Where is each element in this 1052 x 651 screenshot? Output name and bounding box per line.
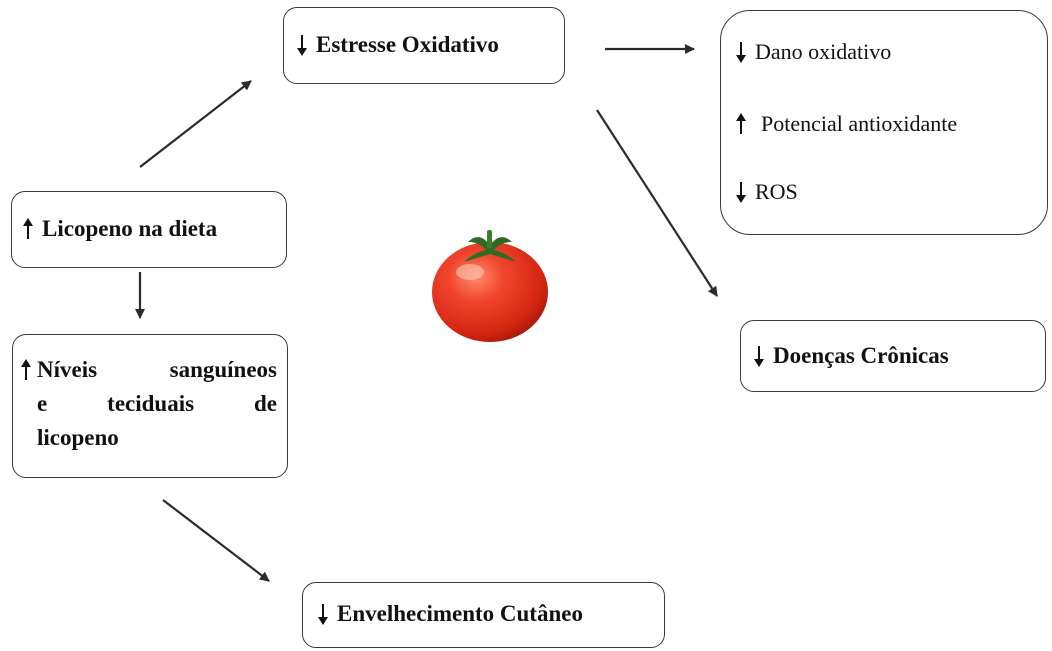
- envelhecimento-cutaneo-box: Envelhecimento Cutâneo: [302, 582, 665, 648]
- niveis-line-1: Níveis sanguíneos: [37, 357, 277, 382]
- effects-box: Dano oxidativo Potencial antioxidante RO…: [720, 10, 1048, 235]
- effect-label: ROS: [755, 179, 798, 204]
- effect-label: Potencial antioxidante: [761, 111, 958, 136]
- arrow-niveis-to-envelhecimento: [162, 499, 270, 582]
- effect-item-ros: ROS: [735, 179, 798, 205]
- arrow-down-icon: [735, 41, 747, 63]
- envelhecimento-label: Envelhecimento Cutâneo: [337, 601, 583, 626]
- arrow-estresse-to-doencas: [596, 109, 718, 297]
- licopeno-label: Licopeno na dieta: [42, 216, 218, 241]
- arrow-down-icon: [317, 603, 329, 625]
- licopeno-dieta-box: Licopeno na dieta: [11, 191, 287, 268]
- estresse-row: Estresse Oxidativo: [296, 32, 499, 58]
- arrow-licopeno-to-estresse: [139, 80, 252, 168]
- licopeno-row: Licopeno na dieta: [22, 216, 217, 242]
- envelhecimento-row: Envelhecimento Cutâneo: [317, 601, 583, 627]
- effect-item-potencial: Potencial antioxidante: [735, 111, 957, 137]
- doencas-cronicas-box: Doenças Crônicas: [740, 320, 1046, 392]
- estresse-oxidativo-box: Estresse Oxidativo: [283, 7, 565, 84]
- arrow-down-icon: [296, 34, 308, 56]
- arrow-up-icon: [20, 359, 32, 381]
- effect-label: Dano oxidativo: [755, 39, 892, 64]
- arrow-up-icon: [735, 113, 747, 135]
- arrow-up-icon: [22, 218, 34, 240]
- effect-item-dano: Dano oxidativo: [735, 39, 891, 65]
- niveis-line-2: e teciduais de: [37, 391, 277, 416]
- tomato-icon: [424, 224, 554, 344]
- niveis-line-3: licopeno: [37, 425, 119, 450]
- niveis-licopeno-box: Níveis sanguíneos e teciduais de licopen…: [12, 334, 288, 478]
- arrow-down-icon: [735, 181, 747, 203]
- arrow-down-icon: [753, 345, 765, 367]
- estresse-label: Estresse Oxidativo: [316, 32, 499, 57]
- doencas-row: Doenças Crônicas: [753, 343, 949, 369]
- doencas-label: Doenças Crônicas: [773, 343, 949, 368]
